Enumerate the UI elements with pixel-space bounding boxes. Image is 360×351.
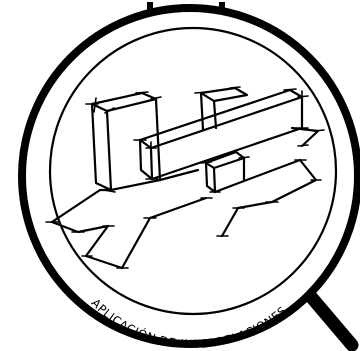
ground-plan-sketch <box>45 158 322 270</box>
building-sketch-icon <box>45 86 325 270</box>
long-bar-sketch <box>133 88 309 181</box>
inner-circle <box>48 26 338 316</box>
magnifier-lens-icon <box>18 2 360 348</box>
magnifier-handle <box>300 285 359 351</box>
right-pavilion-sketch <box>290 126 325 148</box>
